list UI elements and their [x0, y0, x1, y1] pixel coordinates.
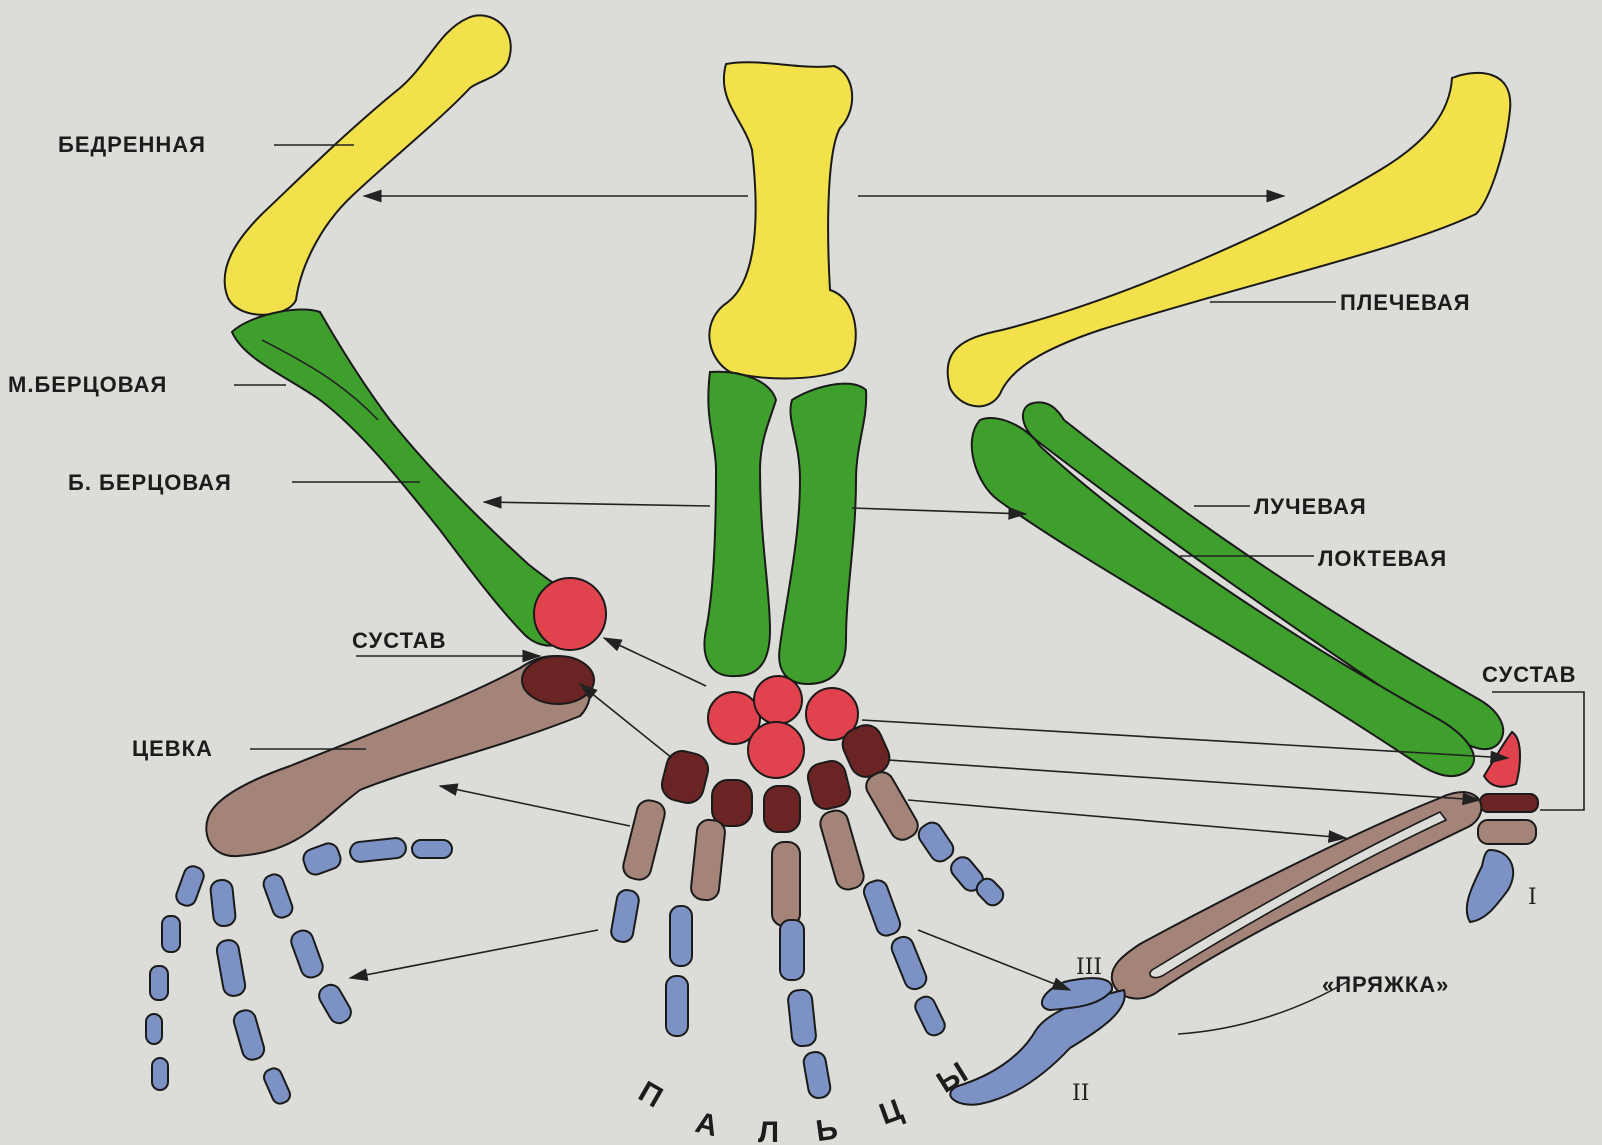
wing-carpal-2 — [1478, 820, 1536, 844]
digits-letter-1: П — [633, 1075, 668, 1114]
label-radius: ЛУЧЕВАЯ — [1254, 494, 1367, 519]
stylopodium-bone — [709, 62, 855, 378]
carpal-dark-4 — [805, 758, 853, 812]
carpal-dark-2 — [712, 780, 752, 826]
label-tarsometatarsus: ЦЕВКА — [132, 736, 213, 761]
tarsometatarsus-head — [522, 656, 594, 704]
ulna-bone — [972, 418, 1474, 776]
label-joint-left: СУСТАВ — [352, 628, 446, 653]
label-tibia: Б. БЕРЦОВАЯ — [68, 470, 232, 495]
wing-digit-2 — [950, 990, 1124, 1105]
numeral-digit-3: III — [1076, 955, 1102, 980]
bird-wing — [948, 73, 1538, 1105]
label-fibula: М.БЕРЦОВАЯ — [8, 372, 167, 397]
bird-toes — [146, 837, 452, 1106]
label-femur: БЕДРЕННАЯ — [58, 132, 206, 157]
numeral-digit-1: I — [1528, 885, 1537, 910]
humerus-bone — [948, 73, 1511, 406]
digits-letter-3: Л — [758, 1116, 779, 1145]
numeral-digit-2: II — [1072, 1081, 1089, 1106]
wing-digit-1 — [1467, 850, 1513, 922]
label-joint-right: СУСТАВ — [1482, 662, 1576, 687]
generalized-limb — [610, 62, 1007, 1099]
label-ulna: ЛОКТЕВАЯ — [1318, 546, 1447, 571]
carpal-red-4 — [748, 722, 804, 778]
tibia-bone — [232, 309, 579, 645]
femur-bone — [225, 15, 511, 314]
zeugopodium-left-bone — [704, 372, 776, 676]
carpometacarpus-gap — [1150, 812, 1446, 978]
digits-letter-5: Ц — [875, 1093, 907, 1132]
carpal-dark-3 — [764, 786, 800, 832]
joint-ankle — [534, 578, 606, 650]
zeugopodium-right-bone — [779, 384, 866, 684]
carpal-dark-1 — [659, 748, 712, 807]
digits-letter-4: Ь — [814, 1113, 840, 1145]
carpal-red-2 — [754, 676, 802, 724]
label-humerus: ПЛЕЧЕВАЯ — [1340, 290, 1471, 315]
radius-bone — [1023, 402, 1503, 749]
digits-letter-2: А — [692, 1106, 721, 1143]
center-phalanges — [610, 819, 1007, 1100]
digits-caption: П А Л Ь Ц Ы — [633, 1056, 974, 1145]
wing-carpal-1 — [1480, 794, 1538, 812]
